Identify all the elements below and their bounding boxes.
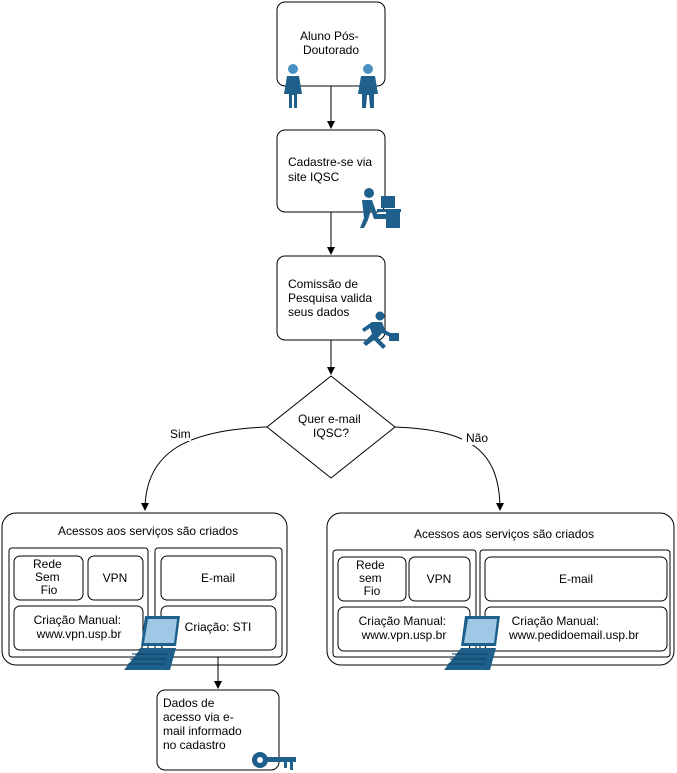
svg-text:Rede Sem Fio: Rede Sem Fio [33,557,65,597]
left-rede-line-2: Sem [35,570,60,584]
left-criacao-manual-box [13,605,144,651]
laptop-icon [124,616,180,670]
node-dados-line-2: acesso via e- [163,710,234,724]
key-icon [252,752,296,770]
svg-text:Comissão de Pesquisa val: Comissão de Pesquisa valida seus dados [288,277,375,319]
left-email-box [160,555,277,601]
svg-text:Criação Manual: www.vpn.: Criação Manual: www.vpn.usp.br [34,613,125,641]
edge-sim [141,426,268,511]
computer-user-icon [360,188,401,228]
right-rede-box [337,556,407,602]
node-comissao-line-3: seus dados [288,305,349,319]
svg-text:Criação Manual: www.vpn.: Criação Manual: www.vpn.usp.br [359,614,450,642]
node-decisao-line-2: IQSC? [313,426,349,440]
running-man-icon [362,311,399,349]
right-rede-line-3: Fio [364,584,381,598]
right-vpn-box [408,556,471,602]
right-panel-title: Acessos aos serviços são criados [414,527,594,541]
right-criacao-email-line-2: www.pedidoemail.usp.br [508,628,639,642]
edge-nao-label: Não [466,431,488,445]
laptop-icon [444,616,500,670]
node-decisao-line-1: Quer e-mail [298,412,361,426]
left-criacao-manual-line-2: www.vpn.usp.br [36,627,122,641]
node-aluno-line-2: Doutorado [303,43,359,57]
svg-text:Rede sem Fio: Rede sem Fio [356,558,388,598]
node-comissao-line-1: Comissão de [288,277,358,291]
right-email-box [484,556,668,602]
node-comissao: Comissão de Pesquisa valida seus dados [276,255,399,349]
right-email-label: E-mail [559,572,593,586]
right-vpn-label: VPN [427,572,452,586]
right-criacao-manual-line-1: Criação Manual: [359,614,446,628]
right-criacao-manual-line-2: www.vpn.usp.br [361,628,447,642]
left-rede-line-1: Rede [33,557,62,571]
left-rede-box [13,555,84,601]
node-aluno: Aluno Pós- Doutorado [276,1,386,108]
left-email-label: E-mail [201,571,235,585]
edge-nao [394,426,504,511]
node-decisao: Quer e-mail IQSC? [266,375,396,479]
left-vpn-box [87,555,144,601]
svg-text:Cadastre-se via site IQS: Cadastre-se via site IQSC [288,155,375,184]
edge-sim-label: Sim [170,427,191,441]
svg-text:Dados de acesso via e-: Dados de acesso via e- mail informado no… [163,696,245,752]
right-criacao-email-line-1: Criação Manual: [512,614,599,628]
right-rede-line-1: Rede [356,558,385,572]
left-criacao-manual-line-1: Criação Manual: [34,613,121,627]
node-comissao-line-2: Pesquisa valida [288,291,372,305]
edge-sim-label-bg [165,425,191,441]
node-dados: Dados de acesso via e- mail informado no… [156,689,296,771]
left-rede-line-3: Fio [41,583,58,597]
people-icon [284,64,378,108]
svg-text:Criação Manual: www.pedi: Criação Manual: www.pedidoemail.usp.br [508,614,639,642]
svg-text:Aluno Pós- Doutorado: Aluno Pós- Doutorado [300,29,362,57]
right-rede-line-2: sem [359,571,382,585]
svg-text:Quer e-mail IQSC?: Quer e-mail IQSC? [298,412,364,440]
node-aluno-line-1: Aluno Pós- [300,29,359,43]
node-cadastre-line-1: Cadastre-se via [288,155,372,169]
node-dados-line-3: mail informado [163,724,242,738]
node-cadastre-line-2: site IQSC [288,170,340,184]
node-dados-line-1: Dados de [163,696,215,710]
left-criacao-sti-label: Criação: STI [185,620,252,634]
left-vpn-label: VPN [103,571,128,585]
edge-nao-label-bg [462,429,490,445]
left-panel: Acessos aos serviços são criados Rede Se… [1,512,288,670]
node-dados-line-4: no cadastro [163,738,226,752]
right-panel: Acessos aos serviços são criados Rede se… [326,512,675,670]
node-cadastre: Cadastre-se via site IQSC [276,129,401,228]
left-panel-title: Acessos aos serviços são criados [58,524,238,538]
